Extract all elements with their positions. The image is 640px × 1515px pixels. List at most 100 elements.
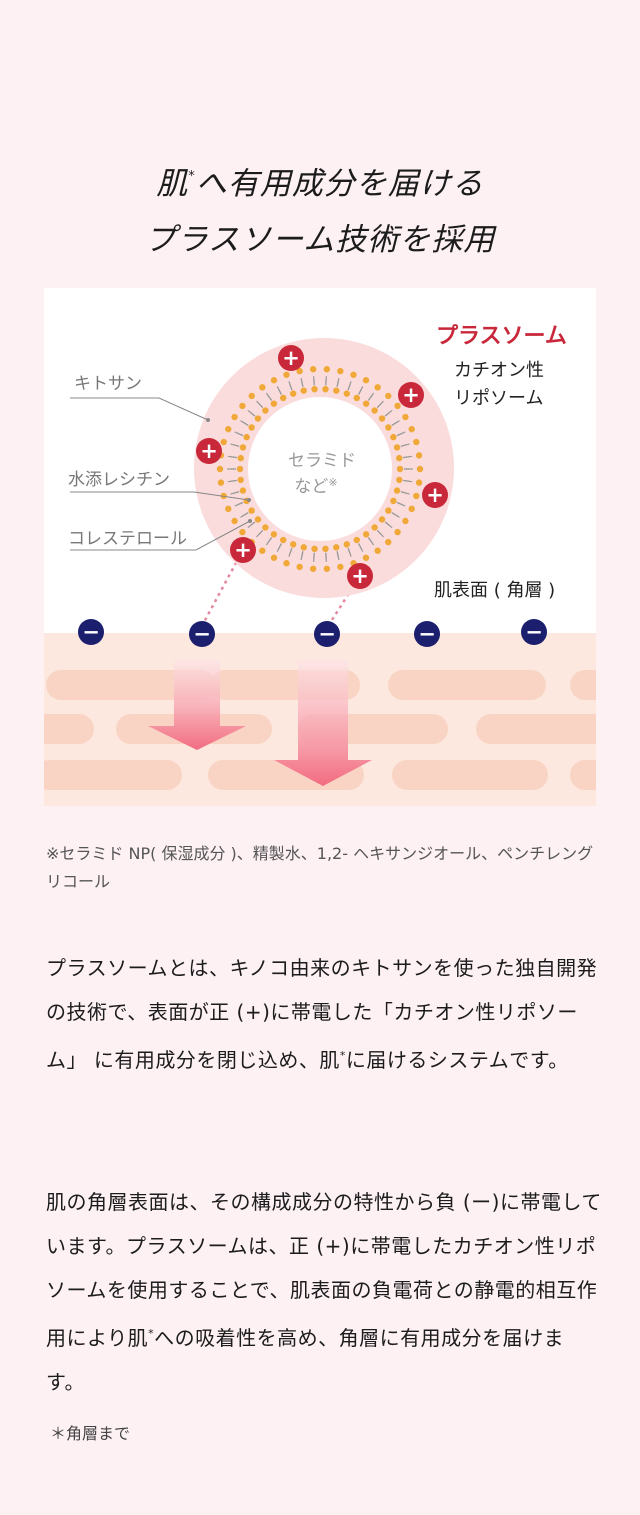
minus-charge-icon: − <box>78 619 104 645</box>
core-label-etc: など※ <box>294 476 337 497</box>
lipid-head-inner <box>248 424 255 431</box>
leader-dot <box>206 418 210 422</box>
lipid-head-outer <box>296 563 303 571</box>
lipid-head-inner <box>333 544 340 551</box>
leader-lecithin <box>70 491 250 501</box>
lipid-head-outer <box>402 517 409 525</box>
lipid-head-inner <box>279 536 287 544</box>
penetration-arrow-1 <box>148 660 246 750</box>
lipid-tail <box>391 421 398 426</box>
penetration-arrow-2 <box>274 660 372 786</box>
plasome-title: プラスソーム <box>436 324 567 349</box>
lipid-tail <box>336 380 339 387</box>
lipid-head-outer <box>374 547 381 554</box>
lipid-head-outer <box>416 465 424 473</box>
lipid-head-inner <box>236 465 244 473</box>
diagram-footnote: ※セラミド NP( 保湿成分 )、精製水、1,2- ヘキサンジオール、ペンチレン… <box>46 844 594 891</box>
lipid-head-inner <box>378 415 386 422</box>
lipid-head-outer <box>225 425 232 433</box>
lipid-head-outer <box>337 367 344 375</box>
lipid-head-inner <box>290 541 297 548</box>
lipid-head-inner <box>371 407 378 414</box>
footnote-mark: * <box>339 1049 346 1062</box>
lipid-tail <box>237 501 244 506</box>
plasome-subtitle-2: リポソーム <box>454 388 543 409</box>
lipid-head-inner <box>254 415 262 422</box>
lipid-tail <box>358 543 362 550</box>
svg-text:+: + <box>402 383 420 407</box>
svg-text:−: − <box>418 622 436 646</box>
plus-charge-icon: + <box>422 482 448 508</box>
lipid-tail <box>278 543 282 550</box>
lipid-tail <box>278 388 282 395</box>
lipid-tail <box>367 537 373 543</box>
lipid-tail <box>403 479 410 482</box>
leader-dot <box>247 498 251 502</box>
label-lecithin: 水添レシチン <box>68 470 170 490</box>
plasome-diagram: キトサン 水添レシチン コレステロール セラミド など※ プラスソーム カチオン… <box>44 288 596 806</box>
lipid-head-inner <box>393 444 401 451</box>
leader-chitosan <box>70 397 209 421</box>
svg-text:+: + <box>426 483 444 507</box>
lipid-head-outer <box>270 554 278 561</box>
lipid-head-outer <box>270 377 278 384</box>
minus-charge-icon: − <box>414 621 440 647</box>
lipid-tail <box>233 491 240 494</box>
lipid-head-outer <box>309 366 317 373</box>
lipid-head-outer <box>231 517 238 525</box>
lipid-head-outer <box>415 479 423 486</box>
lipid-tail <box>376 402 382 409</box>
lipid-tail <box>289 547 293 555</box>
lipid-tail <box>242 421 249 426</box>
lipid-head-inner <box>262 524 269 531</box>
label-cholesterol: コレステロール <box>68 529 187 549</box>
lipid-head-outer <box>220 438 227 446</box>
lipid-head-inner <box>300 387 307 394</box>
plus-charge-icon: + <box>230 537 256 563</box>
lipid-tail <box>347 547 351 555</box>
lipid-head-outer <box>323 366 331 373</box>
lipid-head-inner <box>279 394 287 402</box>
svg-text:+: + <box>234 538 252 562</box>
lipid-head-outer <box>239 402 246 410</box>
lipid-tail <box>391 512 398 517</box>
plasome-core <box>248 397 392 541</box>
lipid-head-outer <box>415 452 423 459</box>
leader-dot <box>248 519 252 523</box>
footnote-mark: * <box>188 168 196 184</box>
lipid-tail <box>267 537 273 543</box>
lipid-tail <box>258 529 264 536</box>
lipid-head-outer <box>408 425 415 433</box>
lipid-head-inner <box>362 400 370 407</box>
lipid-tail <box>384 521 391 527</box>
lipid-tail <box>301 380 304 387</box>
lipid-head-inner <box>239 487 247 494</box>
lipid-head-inner <box>322 385 329 393</box>
lipid-head-inner <box>396 454 403 462</box>
lipid-tail <box>267 395 273 401</box>
lipid-head-inner <box>290 390 297 397</box>
page-heading: 肌*へ有用成分を届ける プラスソーム技術を採用 <box>0 149 640 268</box>
lipid-head-outer <box>413 438 420 446</box>
lipid-head-outer <box>337 563 344 571</box>
lipid-head-outer <box>248 392 255 400</box>
positive-charges: ++++++ <box>196 345 448 589</box>
bottom-footnote: ＊角層まで <box>50 1424 131 1443</box>
lipid-head-inner <box>311 545 318 553</box>
lipid-head-inner <box>353 536 361 544</box>
lipid-head-outer <box>374 384 381 391</box>
lipid-head-inner <box>396 465 404 473</box>
lipid-tail <box>358 388 362 395</box>
lipid-head-outer <box>283 560 290 567</box>
lipid-tail <box>258 402 264 409</box>
lipid-tail <box>396 432 403 437</box>
lipid-head-outer <box>413 492 420 500</box>
lipid-head-inner <box>270 531 278 538</box>
lipid-head-outer <box>350 371 357 378</box>
lipid-tail <box>396 501 403 506</box>
svg-text:+: + <box>282 346 300 370</box>
lipid-tail <box>400 491 407 494</box>
svg-text:−: − <box>193 622 211 646</box>
svg-text:−: − <box>82 620 100 644</box>
lipid-head-outer <box>394 528 401 536</box>
